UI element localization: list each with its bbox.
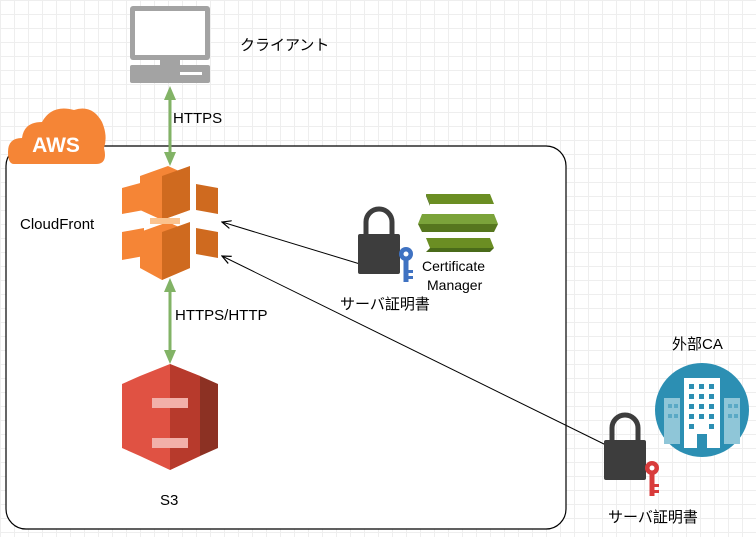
aws-badge-text: AWS: [32, 134, 80, 157]
https-http-label: HTTPS/HTTP: [175, 307, 268, 324]
cloudfront-icon: [122, 166, 218, 280]
acm-label-line2: Manager: [427, 277, 483, 293]
external-cert-arrow: [222, 256, 609, 447]
certificate-manager-icon: [418, 194, 498, 252]
cloudfront-label: CloudFront: [20, 216, 95, 233]
s3-label: S3: [160, 492, 178, 509]
monitor-icon: [130, 6, 210, 83]
external-cert-label: サーバ証明書: [608, 509, 698, 526]
https-label: HTTPS: [173, 110, 222, 127]
client-label: クライアント: [240, 37, 329, 54]
acm-cert-arrow: [222, 222, 361, 265]
client-cloudfront-connector: [164, 86, 176, 166]
aws-cloud-icon: AWS: [8, 108, 106, 164]
key-icon: [399, 247, 413, 282]
lock-icon: [358, 206, 400, 274]
lock-icon: [604, 412, 646, 480]
building-icon: [655, 363, 749, 457]
acm-label-line1: Certificate: [422, 258, 485, 274]
cloudfront-s3-connector: [164, 278, 176, 364]
s3-icon: [122, 364, 218, 470]
key-icon: [645, 461, 659, 496]
external-ca-label: 外部CA: [672, 336, 723, 353]
acm-cert-label: サーバ証明書: [340, 296, 430, 313]
